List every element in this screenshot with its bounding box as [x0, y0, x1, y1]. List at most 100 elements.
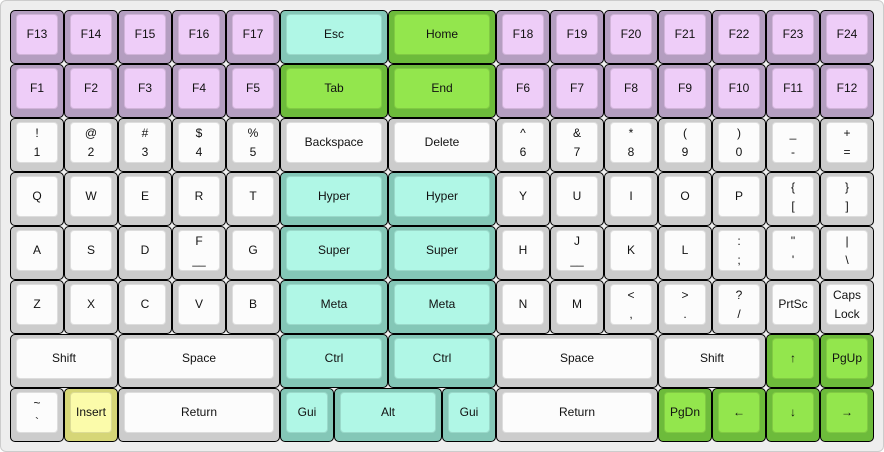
key-f5[interactable]: F5 [226, 64, 280, 118]
key-meta-right[interactable]: Meta [388, 280, 496, 334]
key-f[interactable]: F__ [172, 226, 226, 280]
key-arrow-down[interactable]: ↓ [766, 388, 820, 442]
key-f12[interactable]: F12 [820, 64, 874, 118]
key-t[interactable]: T [226, 172, 280, 226]
key-k[interactable]: K [604, 226, 658, 280]
key-j[interactable]: J__ [550, 226, 604, 280]
key-w[interactable]: W [64, 172, 118, 226]
key-shift-left[interactable]: Shift [10, 334, 118, 388]
key-esc[interactable]: Esc [280, 10, 388, 64]
key-period[interactable]: >. [658, 280, 712, 334]
key-r[interactable]: R [172, 172, 226, 226]
key-backspace[interactable]: Backspace [280, 118, 388, 172]
key-3[interactable]: #3 [118, 118, 172, 172]
key-f2[interactable]: F2 [64, 64, 118, 118]
key-space-left[interactable]: Space [118, 334, 280, 388]
key-pgdn[interactable]: PgDn [658, 388, 712, 442]
key-f17[interactable]: F17 [226, 10, 280, 64]
key-comma[interactable]: <, [604, 280, 658, 334]
key-space-right[interactable]: Space [496, 334, 658, 388]
key-return-right[interactable]: Return [496, 388, 658, 442]
key-f22[interactable]: F22 [712, 10, 766, 64]
key-4[interactable]: $4 [172, 118, 226, 172]
key-backslash[interactable]: |\ [820, 226, 874, 280]
key-n[interactable]: N [496, 280, 550, 334]
key-f11[interactable]: F11 [766, 64, 820, 118]
key-g[interactable]: G [226, 226, 280, 280]
key-home[interactable]: Home [388, 10, 496, 64]
key-q[interactable]: Q [10, 172, 64, 226]
key-f10[interactable]: F10 [712, 64, 766, 118]
key-shift-right[interactable]: Shift [658, 334, 766, 388]
key-hyper-right[interactable]: Hyper [388, 172, 496, 226]
key-return-left[interactable]: Return [118, 388, 280, 442]
key-f9[interactable]: F9 [658, 64, 712, 118]
key-f8[interactable]: F8 [604, 64, 658, 118]
key-f1[interactable]: F1 [10, 64, 64, 118]
key-f24[interactable]: F24 [820, 10, 874, 64]
key-insert[interactable]: Insert [64, 388, 118, 442]
key-rbracket[interactable]: }] [820, 172, 874, 226]
key-z[interactable]: Z [10, 280, 64, 334]
key-v[interactable]: V [172, 280, 226, 334]
key-meta-left[interactable]: Meta [280, 280, 388, 334]
key-f21[interactable]: F21 [658, 10, 712, 64]
key-u[interactable]: U [550, 172, 604, 226]
key-alt[interactable]: Alt [334, 388, 442, 442]
key-pgup[interactable]: PgUp [820, 334, 874, 388]
key-h[interactable]: H [496, 226, 550, 280]
key-8[interactable]: *8 [604, 118, 658, 172]
key-f14[interactable]: F14 [64, 10, 118, 64]
key-slash[interactable]: ?/ [712, 280, 766, 334]
key-p[interactable]: P [712, 172, 766, 226]
key-9[interactable]: (9 [658, 118, 712, 172]
key-ctrl-right[interactable]: Ctrl [388, 334, 496, 388]
key-f4[interactable]: F4 [172, 64, 226, 118]
key-1[interactable]: !1 [10, 118, 64, 172]
key-s[interactable]: S [64, 226, 118, 280]
key-grave[interactable]: ~` [10, 388, 64, 442]
key-f15[interactable]: F15 [118, 10, 172, 64]
key-a[interactable]: A [10, 226, 64, 280]
key-y[interactable]: Y [496, 172, 550, 226]
key-equals[interactable]: += [820, 118, 874, 172]
key-f23[interactable]: F23 [766, 10, 820, 64]
key-f13[interactable]: F13 [10, 10, 64, 64]
key-arrow-up[interactable]: ↑ [766, 334, 820, 388]
key-hyper-left[interactable]: Hyper [280, 172, 388, 226]
key-2[interactable]: @2 [64, 118, 118, 172]
key-arrow-left[interactable]: ← [712, 388, 766, 442]
key-c[interactable]: C [118, 280, 172, 334]
key-f6[interactable]: F6 [496, 64, 550, 118]
key-f20[interactable]: F20 [604, 10, 658, 64]
key-7[interactable]: &7 [550, 118, 604, 172]
key-6[interactable]: ^6 [496, 118, 550, 172]
key-arrow-right[interactable]: → [820, 388, 874, 442]
key-5[interactable]: %5 [226, 118, 280, 172]
key-super-right[interactable]: Super [388, 226, 496, 280]
key-semicolon[interactable]: :; [712, 226, 766, 280]
key-f19[interactable]: F19 [550, 10, 604, 64]
key-f3[interactable]: F3 [118, 64, 172, 118]
key-lbracket[interactable]: {[ [766, 172, 820, 226]
key-e[interactable]: E [118, 172, 172, 226]
key-b[interactable]: B [226, 280, 280, 334]
key-quote[interactable]: "' [766, 226, 820, 280]
key-o[interactable]: O [658, 172, 712, 226]
key-end[interactable]: End [388, 64, 496, 118]
key-ctrl-left[interactable]: Ctrl [280, 334, 388, 388]
key-m[interactable]: M [550, 280, 604, 334]
key-delete[interactable]: Delete [388, 118, 496, 172]
key-f16[interactable]: F16 [172, 10, 226, 64]
key-f18[interactable]: F18 [496, 10, 550, 64]
key-0[interactable]: )0 [712, 118, 766, 172]
key-d[interactable]: D [118, 226, 172, 280]
key-gui-left[interactable]: Gui [280, 388, 334, 442]
key-i[interactable]: I [604, 172, 658, 226]
key-super-left[interactable]: Super [280, 226, 388, 280]
key-l[interactable]: L [658, 226, 712, 280]
key-f7[interactable]: F7 [550, 64, 604, 118]
key-x[interactable]: X [64, 280, 118, 334]
key-gui-right[interactable]: Gui [442, 388, 496, 442]
